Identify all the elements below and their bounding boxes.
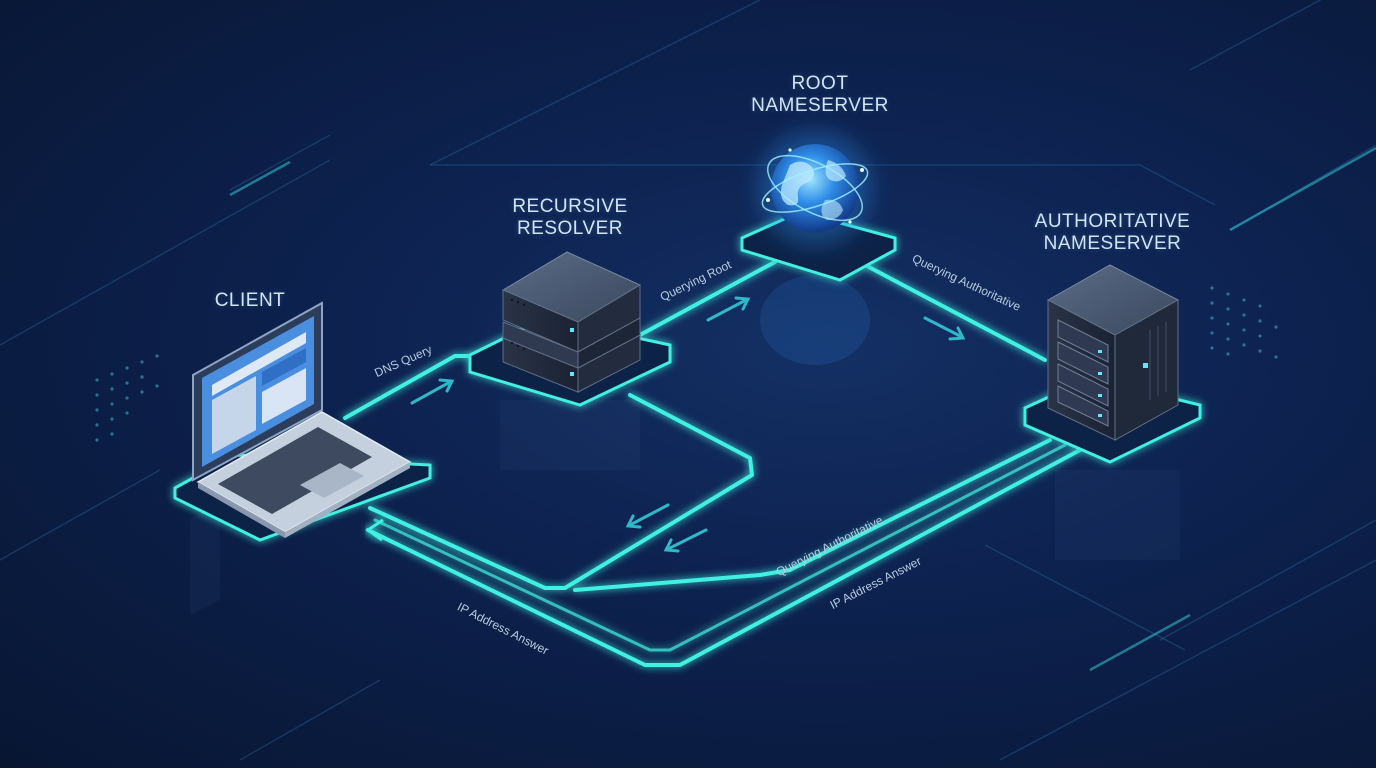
connector-paths — [343, 260, 1082, 667]
resolver-node — [468, 251, 672, 407]
path-ip-answer — [366, 448, 1082, 667]
authoritative-label-line1: AUTHORITATIVE — [1034, 211, 1191, 232]
server-icon — [501, 251, 642, 393]
flow-arrows — [410, 296, 966, 553]
dot-matrix-left — [95, 354, 159, 442]
reflections — [190, 275, 1180, 615]
arrow-dns-query — [410, 378, 455, 405]
root-node — [740, 130, 897, 282]
authoritative-node — [1023, 264, 1202, 464]
resolver-label-line1: RECURSIVE — [512, 196, 628, 217]
root-label-line1: ROOT — [791, 73, 849, 94]
server-tower-icon — [1046, 264, 1180, 441]
laptop-icon — [192, 301, 412, 538]
path-querying-authoritative-top — [863, 263, 1047, 362]
authoritative-label: AUTHORITATIVE NAMESERVER — [1020, 211, 1205, 255]
arrow-return-2 — [663, 528, 708, 553]
resolver-label-line2: RESOLVER — [516, 218, 624, 239]
root-label: ROOT NAMESERVER — [740, 73, 900, 117]
path-querying-authoritative-bottom — [573, 438, 1052, 592]
globe-icon — [757, 130, 873, 246]
client-node — [173, 301, 432, 542]
resolver-label: RECURSIVE RESOLVER — [490, 196, 650, 240]
arrow-querying-root — [706, 296, 751, 322]
dot-matrix-right — [1210, 286, 1278, 359]
path-resolver-return — [368, 393, 754, 590]
root-label-line2: NAMESERVER — [751, 95, 889, 116]
client-label: CLIENT — [195, 290, 305, 312]
client-label-text: CLIENT — [214, 290, 286, 311]
path-querying-root — [638, 260, 777, 337]
authoritative-label-line2: NAMESERVER — [1043, 233, 1182, 254]
arrow-return-1 — [625, 503, 670, 529]
arrow-client-answer — [365, 518, 384, 542]
arrow-querying-authoritative — [923, 316, 966, 341]
